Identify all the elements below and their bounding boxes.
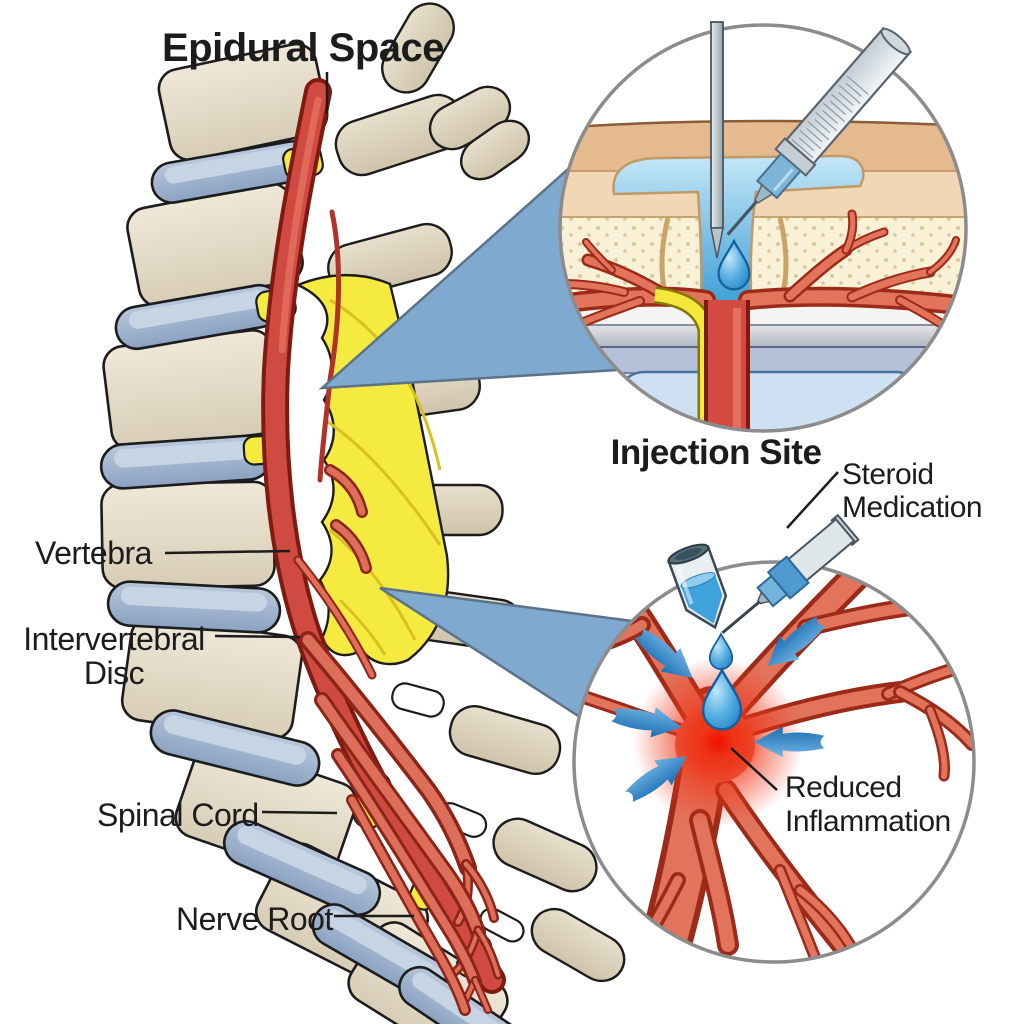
nerve-twig: [896, 688, 974, 748]
medication-vial: [667, 543, 728, 630]
spine-illustration: [99, 2, 626, 1024]
injection-site-inset: [558, 21, 968, 433]
nerve-root-stub: [332, 521, 370, 572]
disc-highlight: [128, 289, 268, 329]
nerve-twig: [776, 866, 829, 962]
inflow-arrow: [754, 726, 825, 758]
vertebra-leader-line: [164, 549, 291, 555]
injection-site-label: Injection Site: [611, 433, 822, 472]
intervertebral-disc-label-line2: Disc: [84, 655, 145, 691]
nerve-branch: [786, 246, 850, 300]
ligament-texture-line: [338, 598, 387, 656]
facet-joint: [391, 682, 445, 718]
steroid-medication-label-line2: Medication: [842, 491, 982, 524]
nerve-root-branch: [317, 695, 483, 937]
inset-border: [572, 560, 976, 964]
nerve-twig: [927, 707, 948, 779]
spinous-process: [459, 119, 531, 181]
nerve-root-twig: [473, 978, 490, 1012]
nerve-branches: [560, 209, 966, 339]
nerve-root-twig: [476, 928, 500, 977]
ligament-texture-line: [329, 528, 417, 641]
inflow-arrow: [611, 707, 682, 738]
steroid-medication-label-line1: Steroid: [842, 458, 934, 491]
intervertebral-disc-label-line1: Intervertebral: [23, 621, 205, 657]
syringe-needle: [726, 200, 758, 236]
disc-highlight: [164, 146, 300, 184]
inflammation-inset: [572, 513, 976, 964]
disc-highlight: [237, 826, 367, 895]
nerve-branch: [693, 813, 735, 952]
reduced-inflammation-label-line2: Inflammation: [785, 805, 951, 838]
spinous-process: [448, 705, 562, 775]
medication-flow-arrows: [611, 616, 826, 802]
artery: [317, 209, 342, 483]
disc-leader-line: [214, 634, 301, 639]
cord-highlight: [278, 96, 322, 354]
syringe: [726, 26, 913, 236]
syringe-needle: [721, 600, 761, 634]
labels: Epidural Space Vertebra Intervertebral D…: [23, 26, 982, 937]
medication-droplet-large: [701, 667, 743, 731]
inflow-arrow: [767, 616, 826, 667]
vertebra-label: Vertebra: [35, 535, 153, 571]
injection-syringe: [721, 513, 860, 634]
spinal-needle: [710, 21, 724, 259]
spinal-cord-leader-line: [261, 810, 338, 815]
nerve-root-branch: [348, 796, 469, 1014]
nerve-twig: [584, 240, 614, 272]
nerve-root-twig: [463, 861, 497, 921]
inset-border: [558, 23, 968, 433]
inflow-arrow: [625, 756, 687, 802]
nerve-branch: [848, 268, 934, 301]
spinous-process: [381, 2, 455, 94]
epidural-space-label: Epidural Space: [162, 26, 444, 70]
disc-highlight: [114, 440, 258, 468]
injection-site-tissue-layers: [560, 119, 966, 431]
disc-highlight: [163, 715, 307, 765]
inflow-arrow: [634, 628, 693, 679]
spinous-process: [530, 907, 626, 983]
spinal-cord-label: Spinal Cord: [97, 797, 259, 833]
disc-highlight: [121, 586, 267, 612]
ligament-texture-line: [324, 418, 442, 546]
nerve-root-branch: [295, 557, 375, 678]
nerve-twig: [928, 238, 958, 274]
arachnoid-layer: [560, 346, 966, 372]
membrane-layer: [560, 324, 966, 346]
nerve-root-stub: [326, 466, 366, 516]
nerve-root-branch: [334, 751, 479, 986]
spinous-process: [492, 817, 598, 893]
medication-droplet: [717, 238, 751, 291]
reduced-inflammation-label-line1: Reduced: [785, 771, 902, 804]
nerve-twig: [796, 886, 854, 949]
nerve-root-branch: [302, 634, 474, 874]
syringe-graduations: [791, 75, 869, 159]
medication-droplet-small: [708, 632, 734, 670]
disc-highlight: [325, 909, 445, 986]
nerve-root-label: Nerve Root: [176, 901, 333, 937]
inflammation-leader-line: [730, 747, 778, 791]
dura-layer: [560, 304, 966, 324]
steroid-leader-line: [786, 471, 839, 529]
nerve-twig: [843, 211, 856, 253]
